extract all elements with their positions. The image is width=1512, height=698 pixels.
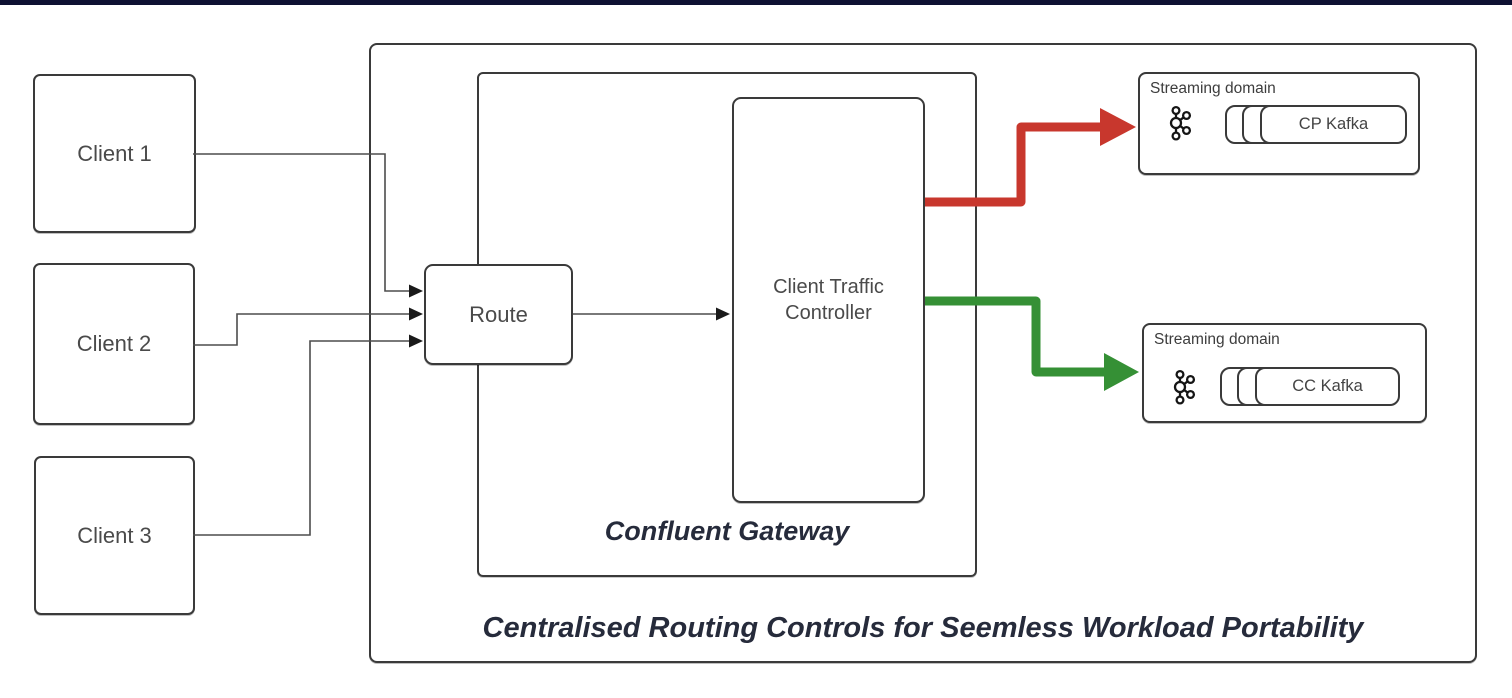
streaming-domain-cc-label: Streaming domain <box>1154 331 1280 348</box>
cc-kafka-label: CC Kafka <box>1292 377 1363 395</box>
client-1-label: Client 1 <box>77 140 152 166</box>
kafka-icon <box>1169 105 1192 141</box>
top-accent-bar <box>0 0 1512 5</box>
streaming-domain-cc-box: Streaming domain CC Kafka <box>1142 323 1427 423</box>
client-2-node: Client 2 <box>33 263 195 425</box>
cp-kafka-label: CP Kafka <box>1298 115 1369 133</box>
client-2-label: Client 2 <box>76 331 152 356</box>
cc-kafka-node: CC Kafka <box>1255 367 1400 406</box>
streaming-domain-cp-label: Streaming domain <box>1150 80 1276 97</box>
route-label: Route <box>469 301 528 327</box>
client-traffic-controller-label: Client Traffic Controller <box>773 276 884 324</box>
streaming-domain-cp-box: Streaming domain CP Kafka <box>1138 72 1420 175</box>
route-node: Route <box>424 264 573 365</box>
client-3-node: Client 3 <box>34 456 195 615</box>
kafka-icon <box>1173 369 1196 405</box>
confluent-gateway-title: Confluent Gateway <box>604 516 850 546</box>
diagram-title: Centralised Routing Controls for Seemles… <box>482 612 1364 644</box>
client-3-label: Client 3 <box>77 522 152 548</box>
client-traffic-controller-node: Client Traffic Controller <box>732 97 925 503</box>
client-1-node: Client 1 <box>33 74 196 233</box>
cp-kafka-node: CP Kafka <box>1260 105 1407 144</box>
